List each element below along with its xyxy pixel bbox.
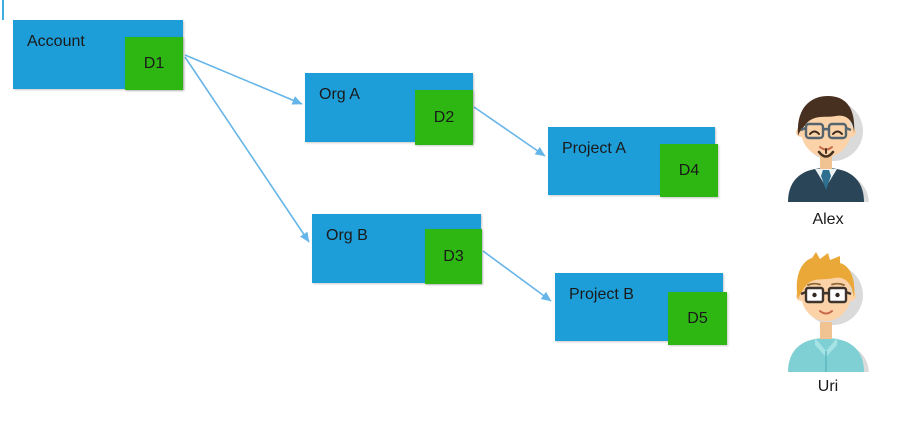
node-org-b: Org B D3 [312,214,482,284]
node-project-b: Project B D5 [555,273,727,345]
edge-orgb-project-b [482,250,552,302]
alex-closed-eyes [809,130,843,135]
uri-neck [820,322,832,339]
alex-tie [821,170,831,190]
badge-d5: D5 [668,292,727,345]
badge-d4: D4 [660,144,718,197]
node-project-b-label: Project B [569,286,634,303]
stray-line-artifact [2,0,4,20]
badge-d1: D1 [125,37,183,90]
alex-glasses [800,122,852,140]
alex-avatar man-dark-hair-glasses-avatar [788,96,869,202]
edge-account-org-a [184,54,303,105]
badge-d2: D2 [415,90,473,145]
alex-hair [797,96,855,136]
badge-d3: D3 [425,229,482,284]
badge-d3-label: D3 [443,247,464,265]
badge-d1-label: D1 [143,54,165,72]
node-project-a-label: Project A [562,140,627,157]
uri-eyebrows [807,282,845,286]
uri-name-label: Uri [817,378,839,395]
edge-orga-project-a [473,106,546,157]
uri-hair [796,252,855,300]
node-account: Account D1 [13,20,183,90]
node-org-b-label: Org B [326,227,368,244]
uri-avatar man-blond-hair-glasses-avatar [788,252,869,372]
node-org-a-label: Org A [319,86,360,103]
node-project-a: Project A D4 [548,127,718,197]
uri-glasses [800,286,852,304]
alex-goatee [817,150,835,158]
badge-d2-label: D2 [433,108,455,126]
uri-smile [819,310,833,315]
badge-d5-label: D5 [687,309,708,327]
alex-name-label: Alex [812,211,844,228]
edge-account-org-b [184,56,310,243]
node-account-label: Account [27,33,85,50]
badge-d4-label: D4 [678,161,700,179]
alex-neck [820,154,832,169]
node-org-a: Org A D2 [305,73,473,145]
